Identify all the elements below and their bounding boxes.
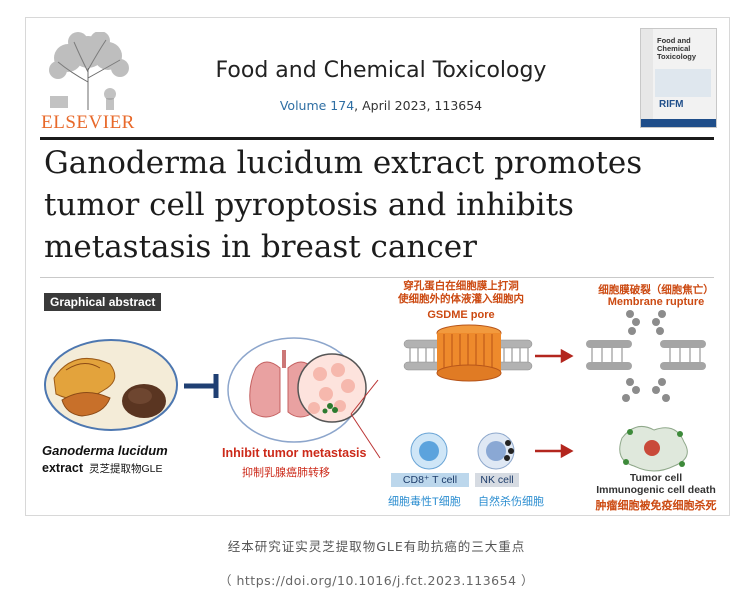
membrane-rupture-icon <box>586 310 706 402</box>
nk-cn-label: 自然杀伤细胞 <box>478 496 544 508</box>
tumor-cell-death-label: Tumor cell Immunogenic cell death <box>596 472 716 496</box>
elsevier-tree-icon <box>40 31 136 112</box>
title-divider <box>40 277 714 278</box>
nk-cell-label: NK cell <box>475 473 519 487</box>
pore-cn-annotation: 穿孔蛋白在细胞膜上打洞使细胞外的体液灌入细胞内 <box>386 280 536 305</box>
magnified-tissue-icon <box>297 353 367 423</box>
gsdme-pore-label: GSDME pore <box>427 309 495 321</box>
header-divider <box>40 137 714 140</box>
membrane-rupture-label: Membrane rupture <box>607 296 705 308</box>
cover-band <box>641 29 653 127</box>
cd8-cn-label: 细胞毒性T细胞 <box>388 496 461 508</box>
inhibit-arrow-icon <box>184 374 219 398</box>
doi-link[interactable]: （ https://doi.org/10.1016/j.fct.2023.113… <box>219 573 534 588</box>
extract-powder-icon <box>122 384 166 418</box>
cover-badge: RIFM <box>659 99 684 110</box>
extract-label: extract <box>42 461 83 475</box>
pore-cn-line2: 使细胞外的体液灌入细胞内 <box>398 292 524 305</box>
tumor-cell-death-cn: 肿瘤细胞被免疫细胞杀死 <box>595 500 717 512</box>
arrow-right-icon <box>535 443 574 459</box>
pore-cn-line1: 穿孔蛋白在细胞膜上打洞 <box>403 280 519 292</box>
inhibit-metastasis-label: Inhibit tumor metastasis <box>222 446 367 460</box>
image-caption: 经本研究证实灵芝提取物GLE有助抗癌的三大重点 <box>227 539 526 554</box>
cd8-t-cell-icon <box>410 432 448 470</box>
mushroom-slices-icon <box>53 357 116 417</box>
journal-cover: Food and Chemical Toxicology RIFM <box>640 28 717 128</box>
issue-info: , April 2023, 113654 <box>354 98 483 113</box>
rupture-cn-label: 细胞膜破裂（细胞焦亡） <box>598 284 714 296</box>
cover-title: Food and Chemical Toxicology <box>657 36 697 61</box>
ganoderma-name: Ganoderma lucidum <box>42 443 168 458</box>
cd8-cell-label: CD8⁺ T cell <box>391 473 469 487</box>
elsevier-logo: ELSEVIER <box>40 31 136 133</box>
inhibit-metastasis-cn: 抑制乳腺癌肺转移 <box>242 467 330 479</box>
ganoderma-extract-line: extract 灵芝提取物GLE <box>42 461 163 476</box>
extract-cn-label: 灵芝提取物GLE <box>89 463 163 475</box>
graphical-abstract-label: Graphical abstract <box>44 293 162 311</box>
membrane-pore-icon <box>403 324 533 382</box>
arrow-right-icon <box>535 348 574 364</box>
dying-tumor-cell-icon <box>619 425 688 472</box>
journal-name: Food and Chemical Toxicology <box>215 58 547 83</box>
cover-strip <box>641 119 716 127</box>
volume-line: Volume 174, April 2023, 113654 <box>146 98 616 113</box>
publisher-wordmark: ELSEVIER <box>41 112 135 133</box>
article-header-image: ELSEVIER Food and Chemical Toxicology Vo… <box>25 17 730 516</box>
article-title: Ganoderma lucidum extract promotes tumor… <box>44 145 643 265</box>
volume-link[interactable]: Volume 174 <box>279 98 355 113</box>
graphical-abstract-art <box>44 310 706 472</box>
cover-image <box>655 69 711 97</box>
nk-cell-icon <box>477 432 515 470</box>
